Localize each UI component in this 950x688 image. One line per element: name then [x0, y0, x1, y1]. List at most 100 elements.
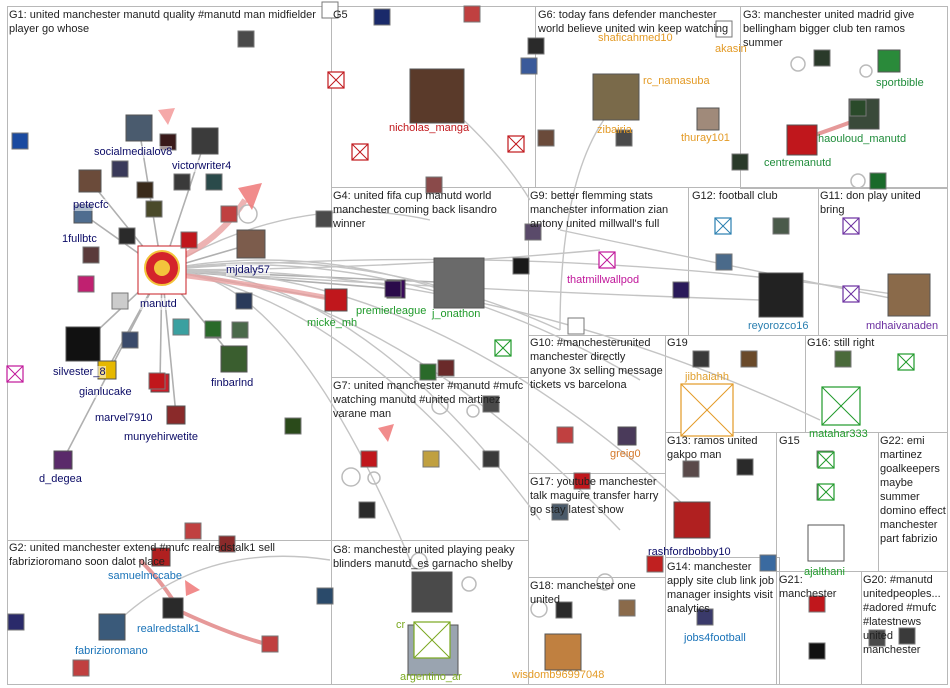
avatar-41	[482, 450, 500, 468]
avatar-4	[527, 37, 545, 55]
avatar-60	[82, 246, 100, 264]
avatar-6	[615, 129, 633, 147]
node-greig0	[617, 426, 637, 446]
node-d_degea	[53, 450, 73, 470]
placeholder-cross-b-10	[817, 483, 835, 501]
group-title-g1: G1: united manchester manutd quality #ma…	[9, 9, 316, 35]
node-label-j_onathon: j_onathon	[432, 308, 481, 320]
avatar-43	[482, 395, 500, 413]
self-loop-9	[790, 56, 806, 72]
node-thuray101	[696, 107, 720, 131]
avatar-34	[646, 555, 664, 573]
group-title-g4: G4: united fifa cup manutd world manches…	[333, 190, 497, 230]
self-loop-4	[461, 576, 477, 592]
avatar-37	[898, 627, 916, 645]
group-title-g8: G8: manchester united playing peaky blin…	[333, 544, 515, 570]
node-munyehirwetite	[166, 405, 186, 425]
avatar-33	[618, 599, 636, 617]
avatar-57	[172, 318, 190, 336]
node-nicholas_manga	[409, 68, 465, 124]
placeholder-cross-b-5	[714, 217, 732, 235]
node-label-jobs4football: jobs4football	[684, 632, 746, 644]
node-label-realredstalk1: realredstalk1	[137, 623, 200, 635]
avatar-73	[419, 363, 437, 381]
placeholder-cross-b-0	[327, 71, 345, 89]
group-title-g2: G2: united manchester extend #mufc realr…	[9, 542, 275, 568]
node-realredstalk1	[162, 597, 184, 619]
avatar-61	[118, 227, 136, 245]
placeholder-cross-b-14	[413, 621, 451, 659]
avatar-19	[567, 317, 585, 335]
node-centremanutd	[786, 124, 818, 156]
avatar-3	[520, 57, 538, 75]
placeholder-cross-b-13	[821, 386, 861, 426]
node-petecfc	[78, 169, 102, 193]
node-label-marvel7910: marvel7910	[95, 412, 153, 424]
node-label-sportbible: sportbible	[876, 77, 924, 89]
node-label-cr: cr	[396, 619, 406, 631]
edge-g2-a	[111, 555, 331, 628]
self-loop-11	[859, 64, 873, 78]
nodes	[6, 1, 931, 677]
placeholder-cross-b-1	[351, 143, 369, 161]
group-title-g14: G14: manchester apply site club link job…	[667, 561, 775, 615]
avatar-52	[180, 231, 198, 249]
node-label-socialmedialov8: socialmedialov8	[94, 146, 173, 158]
avatar-65	[136, 181, 154, 199]
node-label-rashfordbobby10: rashfordbobby10	[648, 546, 731, 558]
arrowhead-c	[378, 424, 394, 442]
avatar-66	[111, 160, 129, 178]
self-loop-6	[466, 404, 480, 418]
avatar-54	[235, 292, 253, 310]
avatar-32	[555, 601, 573, 619]
node-label-victorwriter4: victorwriter4	[172, 160, 232, 172]
node-sportbible	[877, 49, 901, 73]
avatar-24	[736, 458, 754, 476]
avatar-51	[72, 659, 90, 677]
avatar-31	[696, 608, 714, 626]
avatar-15	[524, 223, 542, 241]
edge-highlight-b	[179, 272, 341, 303]
avatar-36	[808, 642, 826, 660]
group-title-g6: G6: today fans defender manchester world…	[538, 9, 729, 35]
node-cr	[411, 571, 453, 613]
avatar-70	[148, 372, 166, 390]
self-loop-7	[530, 600, 548, 618]
avatar-47	[218, 535, 236, 553]
node-finbarlnd	[220, 345, 248, 373]
group-box-g22	[878, 432, 948, 572]
node-label-petecfc: petecfc	[73, 199, 109, 211]
arrowhead-a	[238, 183, 262, 210]
placeholder-cross-b-6	[842, 217, 860, 235]
node-samuelmccabe	[151, 547, 171, 567]
group-title-g3: G3: manchester united madrid give bellin…	[743, 9, 915, 49]
node-label-ajalthani: ajalthani	[804, 566, 845, 578]
self-loop-10	[850, 173, 866, 189]
self-loop-5	[431, 397, 449, 415]
avatar-42	[358, 501, 376, 519]
group-title-g18: G18: manchester one united	[530, 580, 636, 606]
group-title-g17: G17: youtube manchester talk maguire tra…	[530, 476, 659, 516]
avatar-74	[321, 1, 339, 19]
node-label-shaficahmed10: shaficahmed10	[598, 32, 673, 44]
self-loop-2	[367, 471, 381, 485]
node-label-finbarlnd: finbarlnd	[211, 377, 254, 389]
node-label-akasin: akasin	[715, 43, 747, 55]
avatar-23	[556, 426, 574, 444]
node-label-fabrizioromano: fabrizioromano	[75, 645, 148, 657]
node-mdhaivanaden	[887, 273, 931, 317]
group-box-g18	[528, 577, 666, 685]
self-loop-3	[410, 552, 428, 570]
avatar-22	[834, 350, 852, 368]
avatar-45	[284, 417, 302, 435]
avatar-39	[360, 450, 378, 468]
node-label-zibairia: zibairia	[597, 124, 632, 136]
node-silvester_8	[65, 326, 101, 362]
node-label-premierleague: premierleague	[356, 305, 427, 317]
node-label-thuray101: thuray101	[681, 132, 730, 144]
group-title-g22: G22: emi martinez goalkeepers maybe summ…	[880, 435, 946, 545]
avatar-16	[715, 253, 733, 271]
node-label-samuelmccabe: samuelmccabe	[108, 570, 182, 582]
group-title-g7: G7: united manchester #manutd #mufc watc…	[333, 380, 524, 420]
